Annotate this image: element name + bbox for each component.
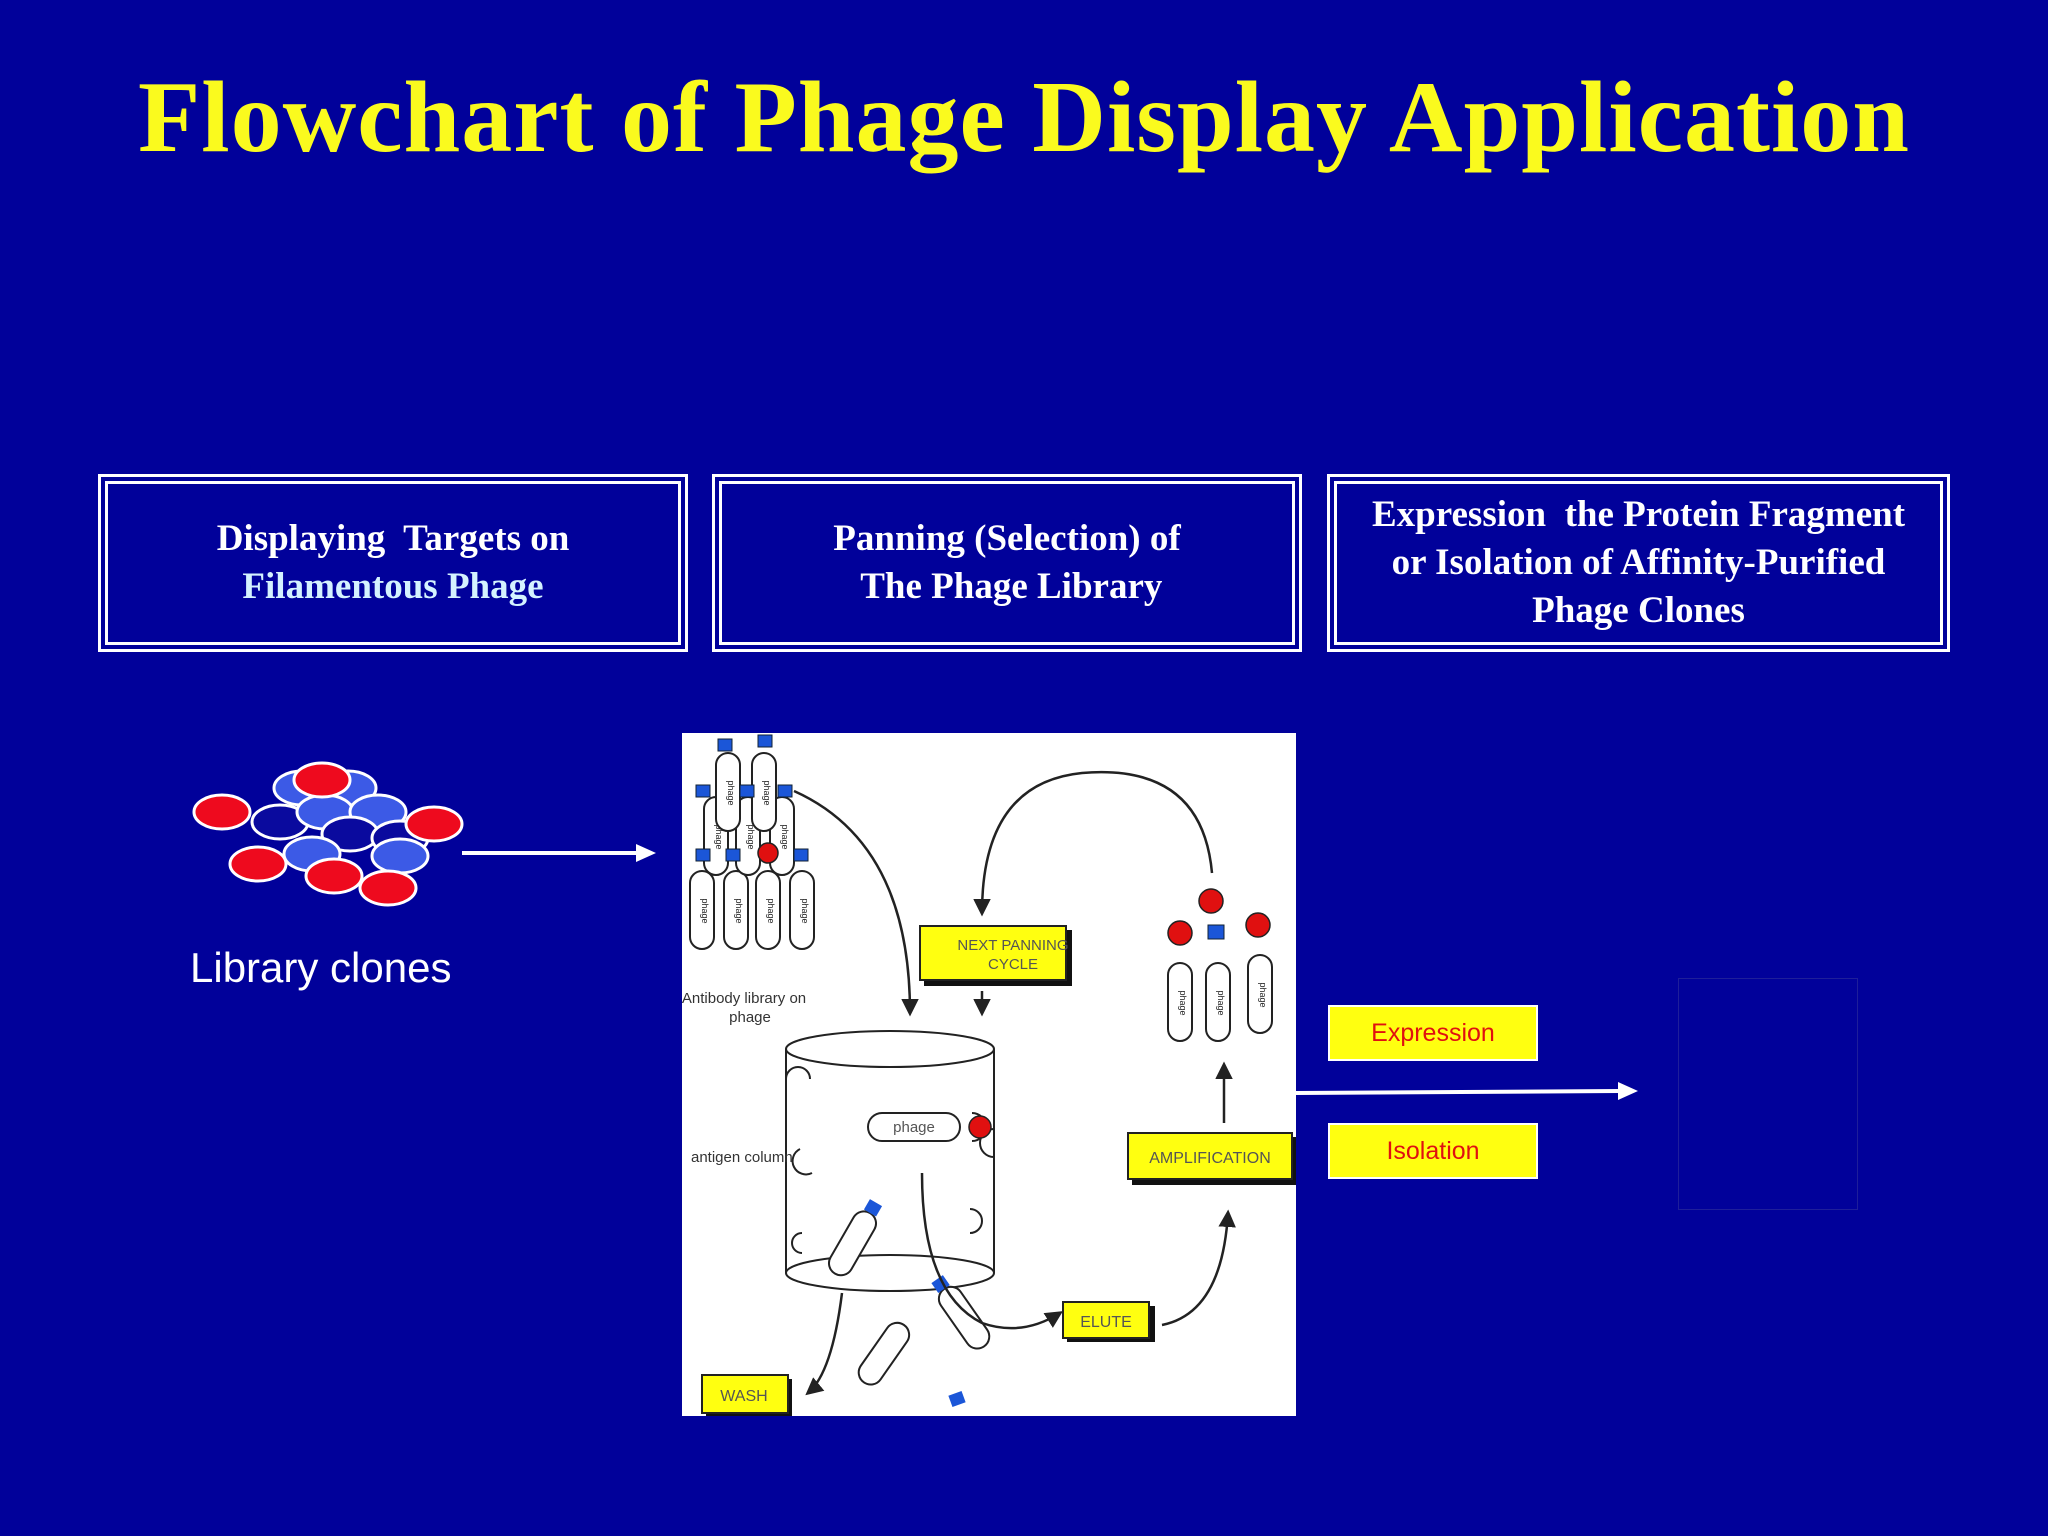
wash-box: WASH — [701, 1374, 792, 1417]
isolation-label-box: Isolation — [1328, 1123, 1538, 1179]
next-panning-cycle-box: NEXT PANNING CYCLE — [919, 925, 1072, 986]
panning-diagram-panel: phage Antibo — [682, 733, 1296, 1417]
stage-display-line-2: Filamentous Phage — [242, 566, 544, 607]
arrow-to-panning — [462, 844, 656, 862]
stage-box-expression: Expression the Protein Fragment or Isola… — [1327, 474, 1950, 652]
clone-red — [358, 869, 418, 907]
antigen-column — [785, 1030, 995, 1292]
clone-red — [304, 857, 364, 895]
panning-diagram: phage Antibo — [682, 734, 1296, 1417]
amplification-text: AMPLIFICATION — [1149, 1150, 1271, 1167]
clone-red — [228, 845, 288, 883]
clone-red — [292, 761, 352, 799]
wash-text: WASH — [720, 1388, 767, 1405]
next-panning-text-1: NEXT PANNING — [957, 937, 1068, 954]
library-clones-cluster — [192, 761, 464, 907]
amplification-box: AMPLIFICATION — [1127, 1132, 1296, 1185]
stage-expression-line-1: Expression the Protein Fragment — [1371, 494, 1906, 535]
clone-red — [192, 793, 252, 831]
library-clones-label: Library clones — [190, 944, 452, 991]
amplified-phages — [1167, 888, 1273, 1042]
stage-box-display: Displaying Targets on Filamentous Phage — [98, 474, 688, 652]
next-panning-text-2: CYCLE — [988, 956, 1038, 973]
clone-red — [404, 805, 464, 843]
antibody-library-phages — [689, 734, 815, 950]
stage-expression-line-3: Phage Clones — [1532, 590, 1745, 631]
antibody-library-label-1: Antibody library on — [682, 990, 806, 1007]
stage-expression-line-2: or Isolation of Affinity-Purified — [1391, 542, 1886, 583]
elute-text: ELUTE — [1080, 1314, 1132, 1331]
antibody-library-label-2: phage — [729, 1009, 771, 1026]
elute-box: ELUTE — [1062, 1301, 1155, 1342]
stage-panning-line-2: The Phage Library — [851, 566, 1163, 607]
output-placeholder-frame — [1678, 978, 1858, 1210]
arrow-to-output — [1296, 1082, 1638, 1100]
stage-box-panning: Panning (Selection) of The Phage Library — [712, 474, 1302, 652]
page-title: Flowchart of Phage Display Application — [137, 61, 1911, 174]
phage-label: phage — [893, 1119, 935, 1136]
stage-panning-line-1: Panning (Selection) of — [833, 518, 1181, 559]
antigen-column-label: antigen column — [691, 1149, 793, 1166]
expression-label-box: Expression — [1328, 1005, 1538, 1061]
stage-display-line-1: Displaying Targets on — [216, 518, 570, 559]
clone-blue — [370, 837, 430, 875]
